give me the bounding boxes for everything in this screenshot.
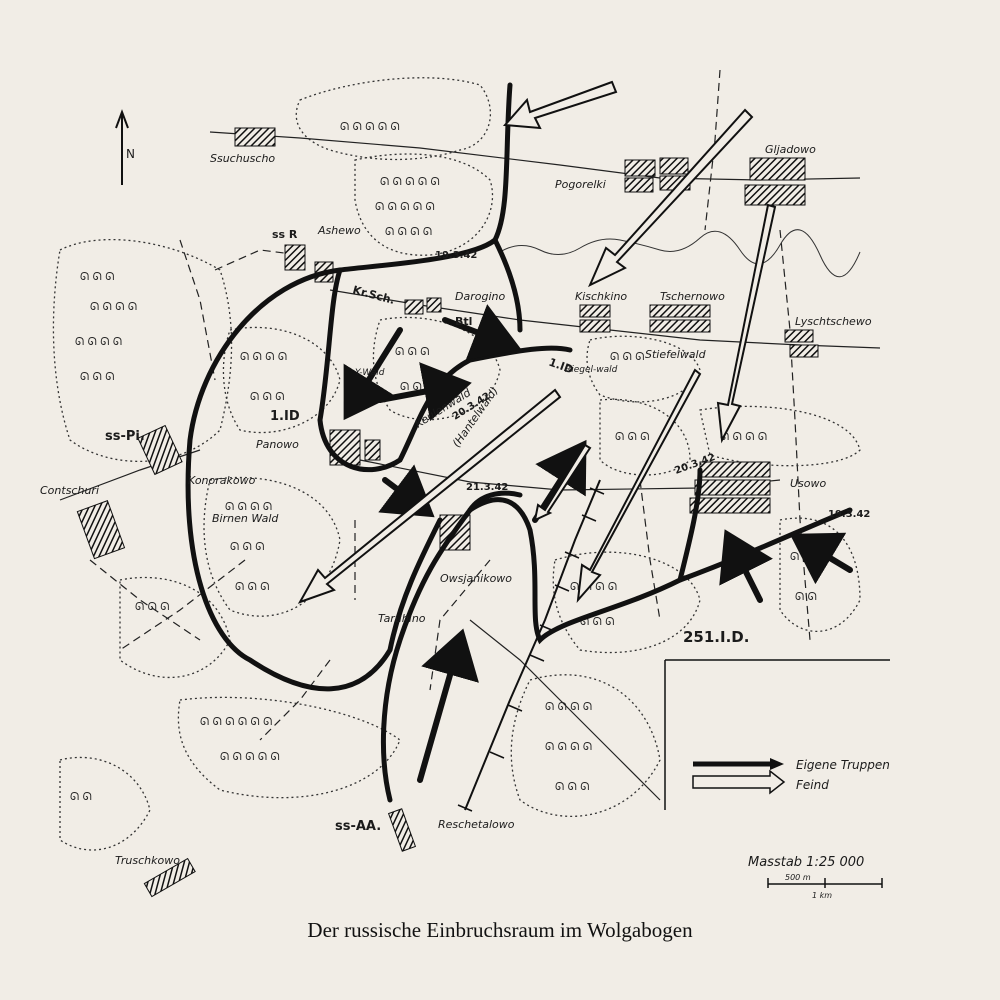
svg-text:ᘏ ᘏ ᘏ ᘏ ᘏ: ᘏ ᘏ ᘏ ᘏ ᘏ	[375, 200, 435, 213]
place-birnen-wald: Birnen Wald	[212, 512, 279, 525]
svg-text:ᘏ ᘏ ᘏ ᘏ: ᘏ ᘏ ᘏ ᘏ	[240, 350, 287, 363]
enemy-arrow-northeast	[502, 80, 618, 130]
svg-text:ᘏ ᘏ ᘏ: ᘏ ᘏ ᘏ	[235, 580, 269, 593]
own-arrow-taruhino	[417, 628, 479, 783]
svg-text:ᘏ ᘏ ᘏ ᘏ: ᘏ ᘏ ᘏ ᘏ	[75, 335, 122, 348]
scale-bar: Masstab 1:25 000 500 m 1 km	[748, 855, 883, 900]
place-taruhino: Taruhino	[378, 612, 426, 625]
place-ashewo: Ashewo	[317, 224, 361, 237]
date-label-19-3-north: 19.3.42	[435, 250, 477, 261]
legend-own-troops-label: Eigene Truppen	[796, 758, 890, 772]
svg-text:ᘏ ᘏ ᘏ: ᘏ ᘏ ᘏ	[230, 540, 264, 553]
north-arrow-icon: N	[115, 109, 135, 185]
place-kischkino: Kischkino	[575, 290, 627, 303]
svg-text:ᘏ ᘏ ᘏ ᘏ: ᘏ ᘏ ᘏ ᘏ	[90, 300, 137, 313]
own-arrow-riegelwald	[442, 304, 522, 361]
unit-ss-aa: ss-AA.	[335, 819, 381, 834]
unit-btl: Btl	[455, 315, 472, 328]
svg-text:ᘏ ᘏ ᘏ: ᘏ ᘏ ᘏ	[615, 430, 649, 443]
legend-enemy-label: Feind	[796, 778, 829, 792]
unit-251-id: 251.I.D.	[683, 628, 749, 646]
svg-text:ᘏ ᘏ ᘏ: ᘏ ᘏ ᘏ	[80, 370, 114, 383]
place-pogorelki: Pogorelki	[555, 178, 606, 191]
unit-ss-r: ss R	[272, 228, 298, 241]
svg-text:ᘏ ᘏ ᘏ: ᘏ ᘏ ᘏ	[395, 345, 429, 358]
svg-text:N: N	[126, 147, 135, 161]
place-usowo: Usowo	[790, 477, 827, 490]
own-arrow-east	[789, 532, 853, 585]
svg-text:ᘏ ᘏ ᘏ ᘏ: ᘏ ᘏ ᘏ ᘏ	[385, 225, 432, 238]
scale-label: Masstab 1:25 000	[748, 855, 864, 870]
place-contschuri: Contschuri	[40, 484, 99, 497]
river-line	[499, 229, 861, 278]
svg-text:ᘏ ᘏ ᘏ: ᘏ ᘏ ᘏ	[250, 390, 284, 403]
date-label-21-3: 21.3.42	[466, 482, 508, 493]
place-riegel-wald: Riegel-wald	[565, 365, 618, 375]
svg-text:ᘏ ᘏ ᘏ ᘏ: ᘏ ᘏ ᘏ ᘏ	[225, 500, 272, 513]
scale-1km: 1 km	[812, 891, 832, 900]
svg-text:ᘏ ᘏ ᘏ ᘏ: ᘏ ᘏ ᘏ ᘏ	[720, 430, 767, 443]
place-panowo: Panowo	[256, 438, 299, 451]
unit-kr-sch: Kr.Sch.	[351, 283, 396, 307]
place-stiefelwald: Stiefelwald	[645, 348, 707, 361]
svg-text:ᘏ ᘏ: ᘏ ᘏ	[400, 380, 422, 393]
svg-text:ᘏ ᘏ ᘏ ᘏ ᘏ ᘏ: ᘏ ᘏ ᘏ ᘏ ᘏ ᘏ	[200, 715, 272, 728]
railway-line	[457, 479, 605, 812]
svg-text:ᘏ ᘏ: ᘏ ᘏ	[70, 790, 92, 803]
unit-ss-pi: ss-Pi.	[105, 429, 145, 444]
date-label-19-3-east: 19.3.42	[828, 509, 870, 520]
unit-1-id-panowo: 1.ID	[270, 409, 300, 424]
place-konorakowo: Konorakowo	[188, 474, 256, 487]
svg-text:ᘏ ᘏ ᘏ ᘏ: ᘏ ᘏ ᘏ ᘏ	[545, 740, 592, 753]
place-darogino: Darogino	[455, 290, 505, 303]
enemy-arrow-south	[576, 368, 702, 604]
enemy-arrow-usowo	[716, 203, 777, 444]
place-gliadowo: Gljadowo	[765, 143, 816, 156]
svg-text:ᘏ ᘏ ᘏ ᘏ: ᘏ ᘏ ᘏ ᘏ	[545, 700, 592, 713]
unit-1-id-north: 1.ID	[547, 356, 575, 377]
svg-text:ᘏ ᘏ ᘏ ᘏ ᘏ: ᘏ ᘏ ᘏ ᘏ ᘏ	[380, 175, 440, 188]
place-reschetalowo: Reschetalowo	[438, 818, 515, 831]
svg-text:ᘏ ᘏ: ᘏ ᘏ	[790, 550, 812, 563]
scale-500m: 500 m	[785, 873, 811, 882]
map-caption: Der russische Einbruchsraum im Wolgaboge…	[307, 918, 693, 942]
svg-text:ᘏ ᘏ ᘏ ᘏ ᘏ: ᘏ ᘏ ᘏ ᘏ ᘏ	[220, 750, 280, 763]
own-arrow-panowo	[343, 327, 403, 421]
enemy-arrow-west	[297, 388, 562, 604]
enemy-arrow-kischkino	[588, 108, 754, 288]
place-truschkowo: Truschkowo	[115, 854, 180, 867]
svg-text:ᘏ ᘏ: ᘏ ᘏ	[795, 590, 817, 603]
place-lyschtschewo: Lyschtschewo	[795, 315, 872, 328]
front-lines	[185, 82, 853, 803]
svg-text:ᘏ ᘏ ᘏ: ᘏ ᘏ ᘏ	[80, 270, 114, 283]
place-ssuchuscho: Ssuchuscho	[210, 152, 275, 165]
enemy-arrow-small	[533, 443, 592, 522]
enemy-arrows	[297, 80, 777, 604]
svg-text:ᘏ ᘏ ᘏ: ᘏ ᘏ ᘏ	[135, 600, 169, 613]
legend-enemy-arrow	[692, 769, 786, 795]
place-owsjanikowo: Owsjanikowo	[440, 572, 512, 585]
svg-text:ᘏ ᘏ ᘏ ᘏ ᘏ: ᘏ ᘏ ᘏ ᘏ ᘏ	[340, 120, 400, 133]
svg-text:ᘏ ᘏ ᘏ: ᘏ ᘏ ᘏ	[610, 350, 644, 363]
own-arrow-usowo	[719, 529, 773, 603]
forest-tree-symbols: ᘏ ᘏ ᘏ ᘏ ᘏ ᘏ ᘏ ᘏ ᘏ ᘏ ᘏ ᘏ ᘏ ᘏ ᘏ ᘏ ᘏ ᘏ ᘏ ᘏ …	[70, 120, 817, 803]
legend: Eigene Truppen Feind	[664, 659, 890, 810]
place-y-wald: Y-Wald	[355, 368, 385, 378]
svg-text:ᘏ ᘏ ᘏ: ᘏ ᘏ ᘏ	[555, 780, 589, 793]
dashed-tracks	[89, 69, 811, 741]
place-tschernowo: Tschernowo	[660, 290, 725, 303]
